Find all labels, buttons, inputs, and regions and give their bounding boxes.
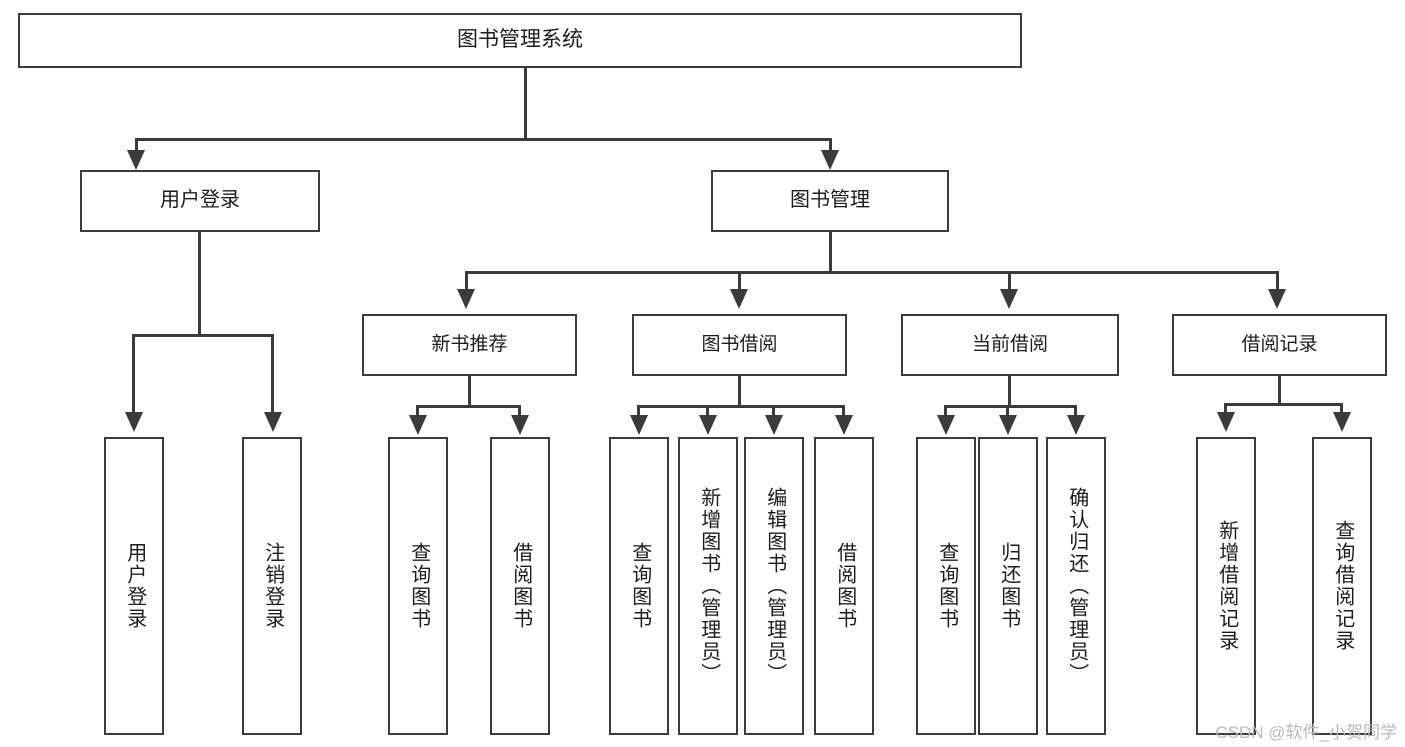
node-book-borrow[interactable]: 图书借阅 [632,314,847,376]
node-root-system[interactable]: 图书管理系统 [18,13,1022,68]
arrowhead-leaf-add-record [1217,412,1235,432]
node-leaf-logout-login[interactable]: 注销登录 [242,437,302,735]
arrowhead-leaf-add-book [699,415,717,435]
node-label: 图书借阅 [701,333,778,355]
node-leaf-add-record[interactable]: 新增借阅记录 [1196,437,1256,735]
edge-to-book-manage [829,138,832,156]
node-borrow-record[interactable]: 借阅记录 [1172,314,1387,376]
node-leaf-edit-book[interactable]: 编辑图书（管理员） [744,437,804,735]
arrowhead-leaf-query-book-2 [630,415,648,435]
node-label: 查询图书 [407,542,430,630]
node-label: 借阅记录 [1241,333,1318,355]
node-leaf-user-login[interactable]: 用户登录 [104,437,164,735]
node-leaf-borrow-book-2[interactable]: 借阅图书 [814,437,874,735]
arrowhead-book-manage [821,150,839,170]
edge-cb-bus [944,405,1076,408]
edge-bb-drop-1 [637,405,640,419]
node-label: 查询图书 [935,542,958,630]
node-label: 图书管理系统 [457,28,583,52]
node-label: 查询借阅记录 [1331,520,1354,652]
arrowhead-new-book-recommend [457,289,475,309]
edge-root-stem [524,68,527,139]
edge-br-drop-1 [1224,403,1227,415]
edge-nbr-bus [416,405,520,408]
node-leaf-return-book[interactable]: 归还图书 [978,437,1038,735]
arrowhead-current-borrow [1000,289,1018,309]
edge-cb-stem [1008,376,1011,407]
arrowhead-leaf-query-record [1333,412,1351,432]
arrowhead-leaf-edit-book [765,415,783,435]
node-user-login[interactable]: 用户登录 [80,170,320,232]
arrowhead-leaf-query-book-1 [409,415,427,435]
edge-cb-drop-2 [1006,405,1009,419]
node-leaf-confirm-return[interactable]: 确认归还（管理员） [1046,437,1106,735]
edge-cb-drop-1 [944,405,947,419]
edge-user-login-drop-1 [132,334,135,416]
node-label: 当前借阅 [971,333,1048,355]
node-label: 确认归还（管理员） [1065,487,1088,685]
edge-bb-drop-4 [842,405,845,419]
node-current-borrow[interactable]: 当前借阅 [901,314,1119,376]
edge-user-login-bus [132,334,273,337]
arrowhead-book-borrow [730,289,748,309]
node-label: 用户登录 [123,542,146,630]
edge-level3-drop-1 [465,271,468,293]
node-label: 用户登录 [160,189,240,212]
node-new-book-recommend[interactable]: 新书推荐 [362,314,577,376]
arrowhead-leaf-return-book [999,415,1017,435]
node-label: 新增图书（管理员） [697,487,720,685]
edge-level3-drop-3 [1008,271,1011,293]
node-leaf-add-book[interactable]: 新增图书（管理员） [678,437,738,735]
edge-cb-drop-3 [1074,405,1077,419]
edge-user-login-stem [198,232,201,336]
arrowhead-leaf-user-login [125,412,143,432]
edge-nbr-stem [468,376,471,407]
node-label: 图书管理 [790,189,870,212]
arrowhead-leaf-query-book-3 [937,415,955,435]
node-label: 注销登录 [261,542,284,630]
node-leaf-query-book-2[interactable]: 查询图书 [609,437,669,735]
arrowhead-leaf-borrow-book-2 [835,415,853,435]
arrowhead-leaf-borrow-book-1 [511,415,529,435]
arrowhead-leaf-confirm-return [1067,415,1085,435]
node-book-manage[interactable]: 图书管理 [711,170,949,232]
edge-br-bus [1224,403,1342,406]
edge-user-login-drop-2 [271,334,274,416]
edge-nbr-drop-1 [416,405,419,419]
node-label: 新书推荐 [431,333,508,355]
edge-bb-drop-3 [772,405,775,419]
edge-level2-bus [135,138,832,141]
node-label: 新增借阅记录 [1215,520,1238,652]
node-leaf-query-book-3[interactable]: 查询图书 [916,437,976,735]
node-label: 编辑图书（管理员） [763,487,786,685]
edge-book-manage-stem [829,232,832,274]
arrowhead-user-login [127,150,145,170]
node-label: 查询图书 [628,542,651,630]
node-label: 借阅图书 [509,542,532,630]
node-leaf-query-record[interactable]: 查询借阅记录 [1312,437,1372,735]
edge-nbr-drop-2 [518,405,521,419]
edge-bb-stem [738,376,741,407]
edge-to-user-login [135,138,138,156]
node-label: 借阅图书 [833,542,856,630]
edge-br-stem [1278,376,1281,405]
edge-br-drop-2 [1340,403,1343,415]
edge-level3-drop-2 [738,271,741,293]
node-label: 归还图书 [997,542,1020,630]
edge-level3-drop-4 [1276,271,1279,293]
edge-bb-bus [637,405,845,408]
arrowhead-leaf-logout-login [264,412,282,432]
edge-level3-bus [465,271,1279,274]
edge-bb-drop-2 [706,405,709,419]
arrowhead-borrow-record [1268,289,1286,309]
node-leaf-query-book-1[interactable]: 查询图书 [388,437,448,735]
node-leaf-borrow-book-1[interactable]: 借阅图书 [490,437,550,735]
